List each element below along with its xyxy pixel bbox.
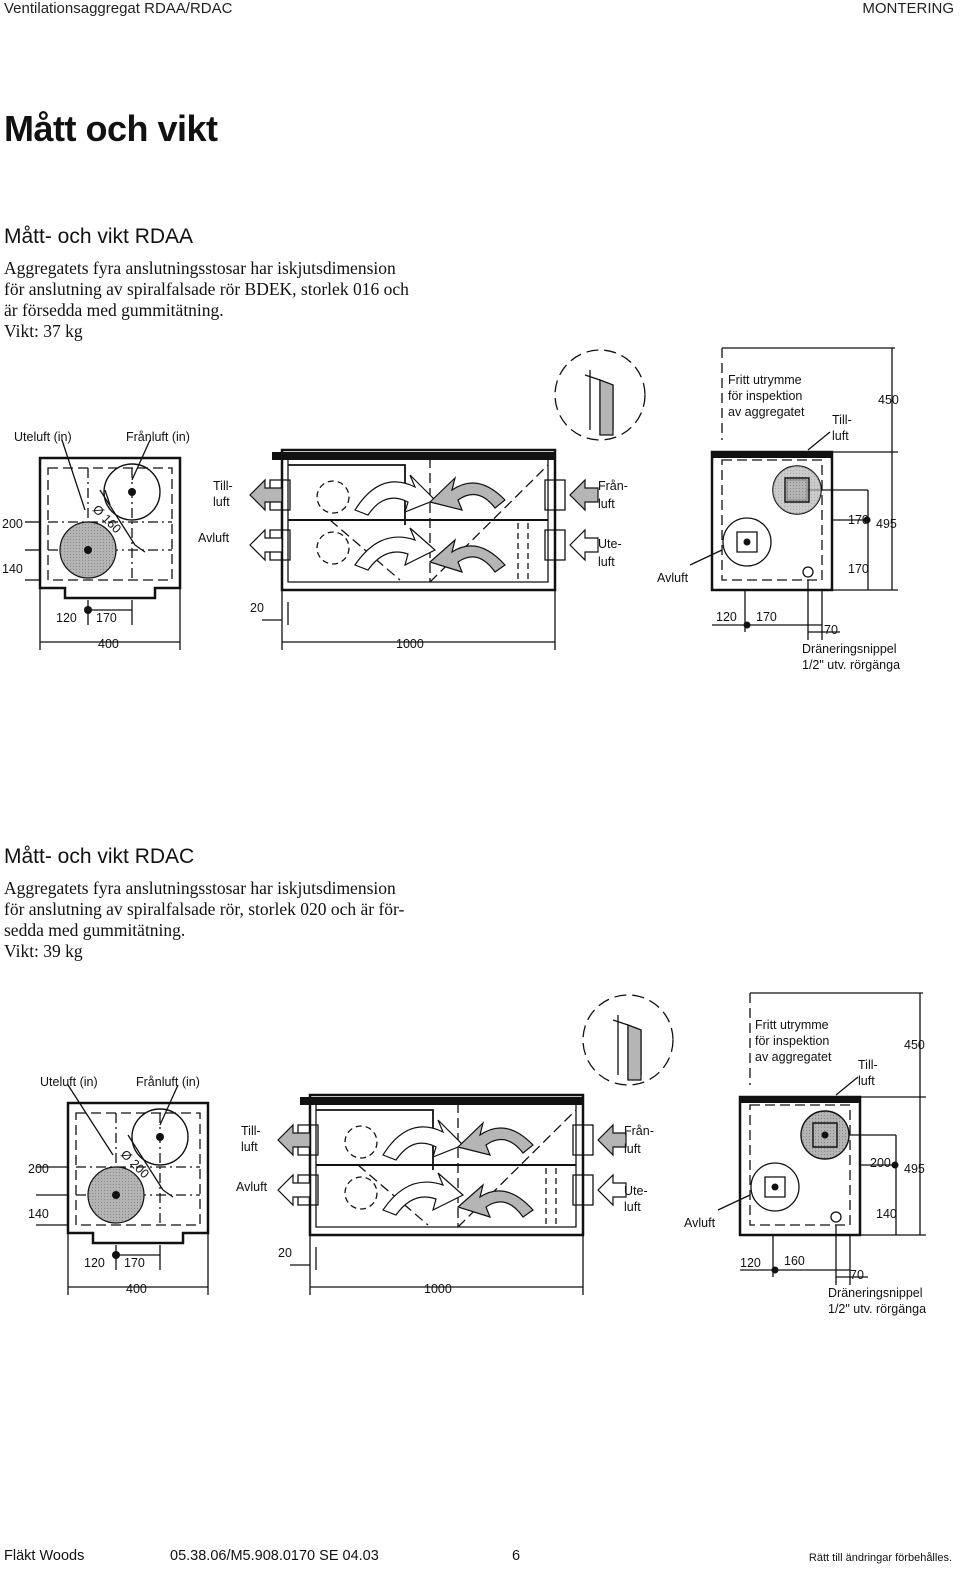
dim-side-b: 170 (848, 562, 869, 576)
footer-doc-code: 05.38.06/M5.908.0170 SE 04.03 (170, 1548, 379, 1564)
dim-side-a: 170 (848, 513, 869, 527)
dim-170: 170 (124, 1256, 145, 1270)
label-side-avluft: Avluft (657, 571, 689, 585)
dim-side-c: 170 (756, 610, 777, 624)
label-uteluft-2: luft (624, 1200, 641, 1214)
duct-franluft-icon (131, 1108, 189, 1166)
label-tilluft-2: luft (213, 495, 230, 509)
label-uteluft-1: Ute- (624, 1184, 648, 1198)
dim-170: 170 (96, 611, 117, 625)
label-franluft-1: Från- (624, 1124, 654, 1138)
label-franluft-2: luft (598, 497, 615, 511)
dim-70: 70 (850, 1268, 864, 1282)
dim-side-a: 200 (870, 1156, 891, 1170)
text-line: Vikt: 39 kg (4, 941, 83, 961)
dim-70: 70 (824, 623, 838, 637)
label-draneringsnippel-2: 1/2" utv. rörgänga (802, 658, 900, 672)
section-text-rdaa: Aggregatets fyra anslutningsstosar har i… (4, 258, 474, 342)
label-fritt-1: Fritt utrymme (728, 373, 802, 387)
duct-franluft-icon (103, 463, 161, 521)
dim-200: 200 (2, 517, 23, 531)
dim-400: 400 (126, 1282, 147, 1296)
airflow-arrows-icon (249, 379, 614, 573)
label-uteluft-1: Ute- (598, 537, 622, 551)
label-fritt-3: av aggregatet (755, 1050, 832, 1064)
dim-20: 20 (278, 1246, 292, 1260)
dim-side-120: 120 (716, 610, 737, 624)
dim-side-b: 140 (876, 1207, 897, 1221)
dim-200: 200 (28, 1162, 49, 1176)
page-title: Mått och vikt (4, 108, 218, 149)
dim-1000: 1000 (424, 1282, 452, 1296)
label-draneringsnippel-1: Dräneringsnippel (828, 1286, 923, 1300)
header-section: MONTERING (862, 0, 954, 17)
text-line: för anslutning av spiralfalsade rör, sto… (4, 899, 405, 919)
dim-450: 450 (904, 1038, 925, 1052)
dim-450: 450 (878, 393, 899, 407)
text-line: Aggregatets fyra anslutningsstosar har i… (4, 878, 396, 898)
label-side-tilluft-1: Till- (832, 413, 852, 427)
label-tilluft-1: Till- (241, 1124, 261, 1138)
dim-140: 140 (28, 1207, 49, 1221)
footer-rights: Rätt till ändringar förbehålles. (808, 1552, 952, 1564)
airflow-arrows-icon (277, 1024, 642, 1218)
dim-120: 120 (56, 611, 77, 625)
dim-20: 20 (250, 601, 264, 615)
label-fritt-1: Fritt utrymme (755, 1018, 829, 1032)
text-line: är försedda med gummitätning. (4, 300, 224, 320)
text-line: Aggregatets fyra anslutningsstosar har i… (4, 258, 396, 278)
label-draneringsnippel-1: Dräneringsnippel (802, 642, 897, 656)
text-line: sedda med gummitätning. (4, 920, 186, 940)
header-doc-title: Ventilationsaggregat RDAA/RDAC (4, 0, 233, 17)
label-draneringsnippel-2: 1/2" utv. rörgänga (828, 1302, 926, 1316)
label-franluft-in: Frånluft (in) (136, 1075, 200, 1089)
label-tilluft-1: Till- (213, 479, 233, 493)
dim-495: 495 (904, 1162, 925, 1176)
label-avluft: Avluft (236, 1180, 268, 1194)
dimension-drawing-rdac: Uteluft (in) Frånluft (in) Ø 200 200 140… (28, 992, 926, 1316)
label-fritt-2: för inspektion (755, 1034, 829, 1048)
dim-400: 400 (98, 637, 119, 651)
section-heading-rdaa: Mått- och vikt RDAA (4, 225, 194, 248)
label-franluft-in: Frånluft (in) (126, 430, 190, 444)
label-franluft-2: luft (624, 1142, 641, 1156)
label-tilluft-2: luft (241, 1140, 258, 1154)
text-line: Vikt: 37 kg (4, 321, 83, 341)
section-heading-rdac: Mått- och vikt RDAC (4, 845, 195, 868)
label-fritt-3: av aggregatet (728, 405, 805, 419)
text-line: för anslutning av spiralfalsade rör BDEK… (4, 279, 409, 299)
dim-side-c: 160 (784, 1254, 805, 1268)
label-side-tilluft-2: luft (832, 429, 849, 443)
dim-1000: 1000 (396, 637, 424, 651)
section-text-rdac: Aggregatets fyra anslutningsstosar har i… (4, 878, 474, 962)
dim-side-120: 120 (740, 1256, 761, 1270)
footer-brand: Fläkt Woods (4, 1548, 85, 1564)
label-fritt-2: för inspektion (728, 389, 802, 403)
label-uteluft-in: Uteluft (in) (40, 1075, 98, 1089)
label-uteluft-2: luft (598, 555, 615, 569)
footer-page-number: 6 (512, 1548, 521, 1564)
dim-495: 495 (876, 517, 897, 531)
label-side-avluft: Avluft (684, 1216, 716, 1230)
label-avluft: Avluft (198, 531, 230, 545)
dim-140: 140 (2, 562, 23, 576)
dim-120: 120 (84, 1256, 105, 1270)
label-uteluft-in: Uteluft (in) (14, 430, 72, 444)
label-side-tilluft-2: luft (858, 1074, 875, 1088)
label-side-tilluft-1: Till- (858, 1058, 878, 1072)
dimension-drawing-rdaa: Uteluft (in) Frånluft (in) Ø 160 200 140… (2, 347, 900, 672)
label-franluft-1: Från- (598, 479, 628, 493)
